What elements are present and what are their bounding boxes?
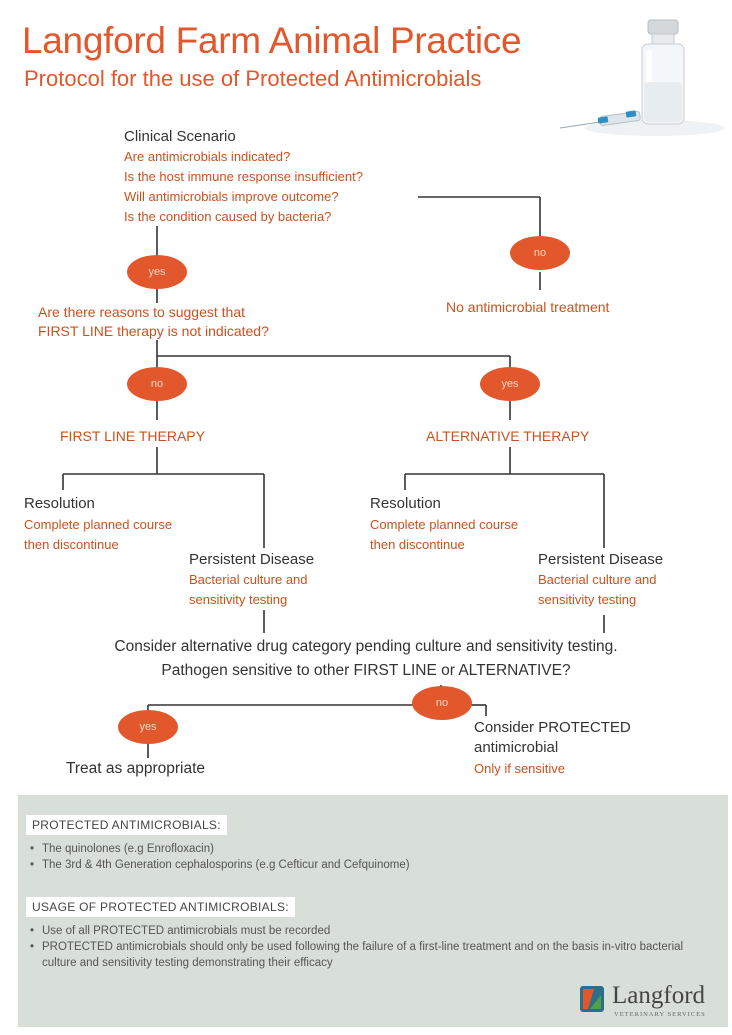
list-item: The quinolones (e.g Enrofloxacin): [26, 841, 716, 857]
first-line-question: Are there reasons to suggest that: [38, 304, 246, 320]
alternative-therapy-label: ALTERNATIVE THERAPY: [426, 428, 590, 444]
resolution-text: then discontinue: [370, 537, 465, 552]
no-decision-oval: no: [412, 686, 472, 720]
protected-antimicrobials-header: PROTECTED ANTIMICROBIALS:: [26, 815, 227, 835]
treat-label: Treat as appropriate: [66, 760, 206, 777]
usage-header: USAGE OF PROTECTED ANTIMICROBIALS:: [26, 897, 295, 917]
usage-list: Use of all PROTECTED antimicrobials must…: [26, 923, 716, 971]
no-decision-oval: no: [510, 236, 570, 270]
protected-heading: antimicrobial: [474, 739, 559, 756]
page-subtitle: Protocol for the use of Protected Antimi…: [24, 66, 482, 91]
no-treatment-label: No antimicrobial treatment: [446, 299, 610, 315]
no-decision-oval: no: [127, 367, 187, 401]
resolution-text: Complete planned course: [24, 517, 173, 532]
scenario-heading: Clinical Scenario: [124, 128, 236, 145]
yes-decision-oval: yes: [480, 367, 540, 401]
list-item: The 3rd & 4th Generation cephalosporins …: [26, 857, 716, 873]
logo-tagline: VETERINARY SERVICES: [614, 1011, 706, 1018]
persistent-disease-heading: Persistent Disease: [189, 551, 315, 568]
first-line-question: FIRST LINE therapy is not indicated?: [38, 323, 269, 339]
list-item: Use of all PROTECTED antimicrobials must…: [26, 923, 716, 939]
first-line-therapy-label: FIRST LINE THERAPY: [60, 428, 205, 444]
protected-note: Only if sensitive: [474, 761, 566, 776]
persistent-disease-text: sensitivity testing: [538, 592, 637, 607]
protected-antimicrobials-list: The quinolones (e.g Enrofloxacin) The 3r…: [26, 841, 716, 873]
resolution-heading: Resolution: [370, 495, 441, 512]
persistent-disease-text: Bacterial culture and: [189, 572, 308, 587]
logo-wordmark: Langford: [612, 982, 706, 1009]
persistent-disease-text: sensitivity testing: [189, 592, 288, 607]
yes-decision-oval: yes: [118, 710, 178, 744]
vial-syringe-icon: [560, 19, 725, 136]
resolution-text: then discontinue: [24, 537, 119, 552]
page-title: Langford Farm Animal Practice: [22, 20, 522, 61]
info-panel: PROTECTED ANTIMICROBIALS: The quinolones…: [18, 795, 728, 1027]
resolution-heading: Resolution: [24, 495, 95, 512]
persistent-disease-heading: Persistent Disease: [538, 551, 664, 568]
protected-heading: Consider PROTECTED: [474, 719, 631, 736]
langford-logo-icon: [580, 986, 604, 1012]
scenario-question: Is the condition caused by bacteria?: [124, 209, 332, 224]
yes-decision-oval: yes: [127, 255, 187, 289]
consider-line: Pathogen sensitive to other FIRST LINE o…: [161, 662, 571, 679]
list-item: PROTECTED antimicrobials should only be …: [26, 939, 716, 971]
scenario-question: Will antimicrobials improve outcome?: [124, 189, 339, 204]
scenario-question: Is the host immune response insufficient…: [124, 169, 363, 184]
persistent-disease-text: Bacterial culture and: [538, 572, 657, 587]
resolution-text: Complete planned course: [370, 517, 519, 532]
scenario-question: Are antimicrobials indicated?: [124, 149, 291, 164]
consider-line: Consider alternative drug category pendi…: [114, 638, 618, 655]
